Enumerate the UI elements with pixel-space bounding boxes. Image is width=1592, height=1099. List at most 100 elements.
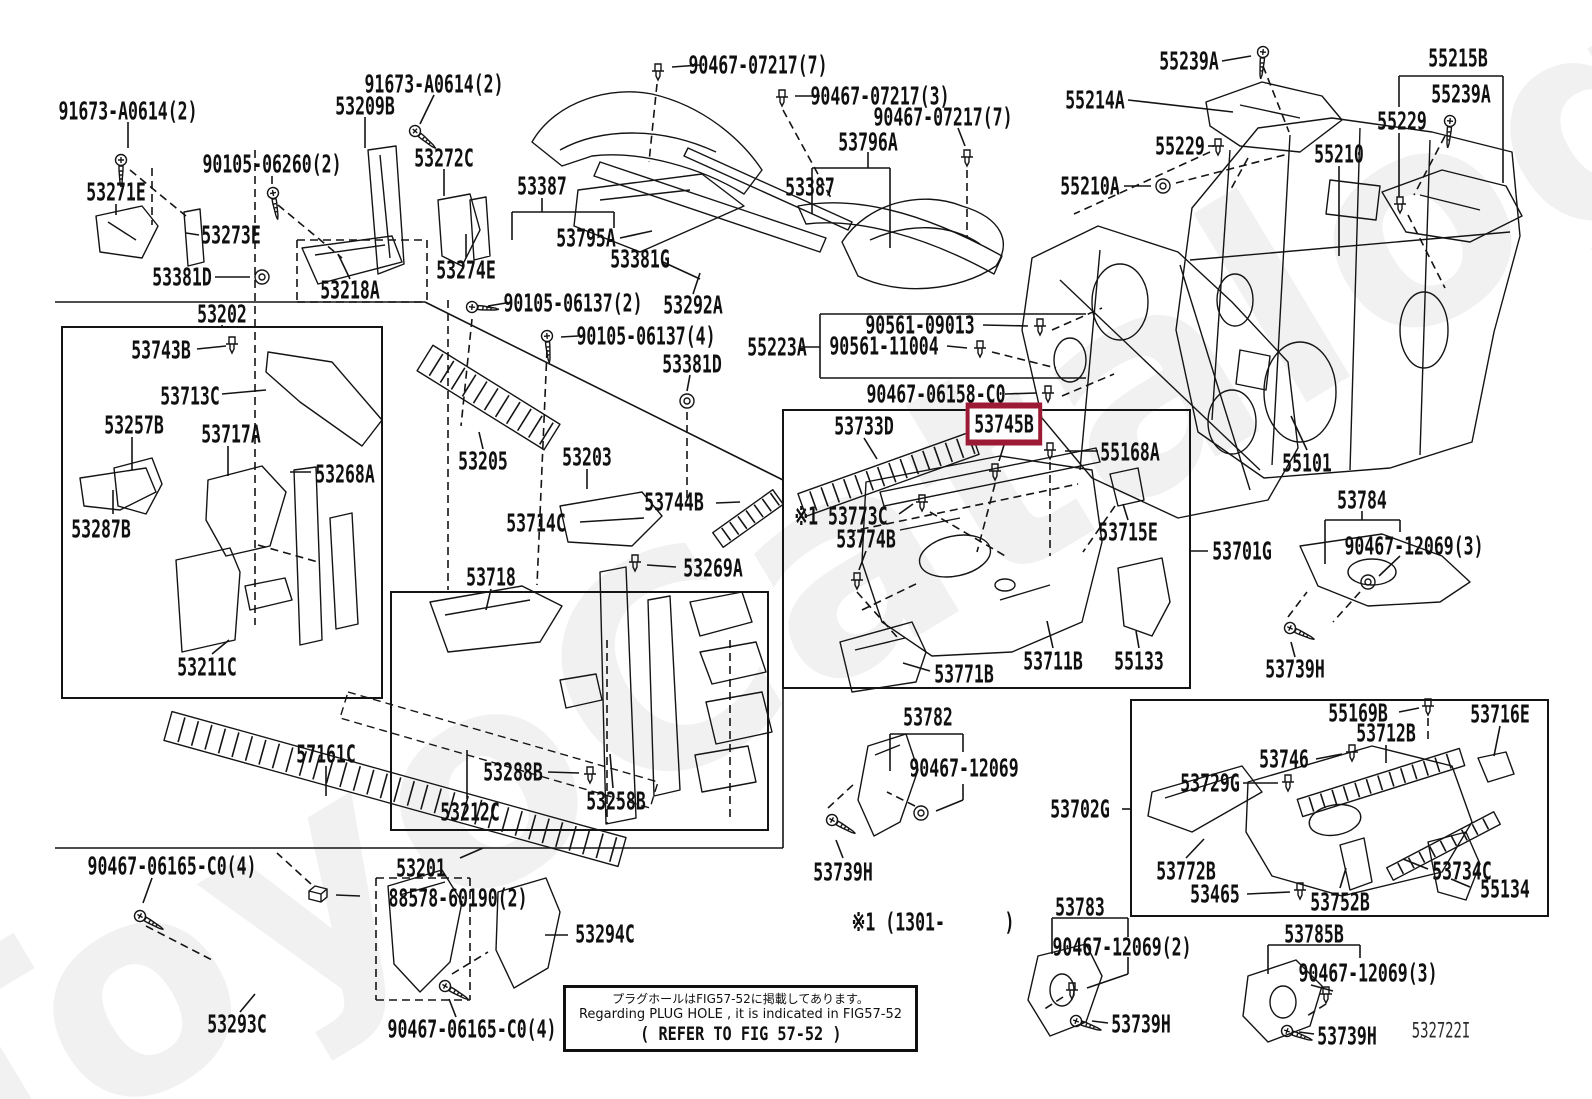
part-label-53465[interactable]: 53465 bbox=[1190, 879, 1240, 909]
part-label-90467-07217-3[interactable]: 90467-07217(3) bbox=[810, 81, 950, 111]
part-label-53712B[interactable]: 53712B bbox=[1356, 718, 1416, 748]
part-label-55239A[interactable]: 55239A bbox=[1159, 46, 1219, 76]
part-label-53268A[interactable]: 53268A bbox=[315, 459, 375, 489]
part-label-53717A[interactable]: 53717A bbox=[201, 419, 261, 449]
part-label-53733D[interactable]: 53733D bbox=[834, 411, 894, 441]
part-label-53273E[interactable]: 53273E bbox=[201, 220, 261, 250]
part-label-55134[interactable]: 55134 bbox=[1480, 874, 1530, 904]
part-label-90467-12069-2[interactable]: 90467-12069(2) bbox=[1052, 932, 1192, 962]
part-label-1-53773C[interactable]: ※1 53773C bbox=[794, 501, 888, 531]
part-label-53293C[interactable]: 53293C bbox=[207, 1009, 267, 1039]
part-label-53202[interactable]: 53202 bbox=[197, 299, 247, 329]
part-label-53381D[interactable]: 53381D bbox=[662, 349, 722, 379]
note-refer-line: ( REFER TO FIG 57-52 ) bbox=[639, 1022, 842, 1045]
part-label-55169B[interactable]: 55169B bbox=[1328, 698, 1388, 728]
part-label-53718[interactable]: 53718 bbox=[466, 562, 516, 592]
part-label-53795A[interactable]: 53795A bbox=[556, 223, 616, 253]
part-label-90467-06165-C0-4[interactable]: 90467-06165-C0(4) bbox=[87, 851, 257, 881]
part-label-90467-06165-C0-4[interactable]: 90467-06165-C0(4) bbox=[387, 1014, 557, 1044]
part-label-53387[interactable]: 53387 bbox=[785, 172, 835, 202]
part-label-53294C[interactable]: 53294C bbox=[575, 919, 635, 949]
part-label-55133[interactable]: 55133 bbox=[1114, 646, 1164, 676]
part-label-53702G[interactable]: 53702G bbox=[1050, 794, 1110, 824]
part-label-53701G[interactable]: 53701G bbox=[1212, 536, 1272, 566]
note-english: Regarding PLUG HOLE , it is indicated in… bbox=[578, 1007, 903, 1023]
part-label-53752B[interactable]: 53752B bbox=[1310, 887, 1370, 917]
part-label-53287B[interactable]: 53287B bbox=[71, 514, 131, 544]
part-label-90467-12069-3[interactable]: 90467-12069(3) bbox=[1298, 958, 1438, 988]
part-label-90105-06137-4[interactable]: 90105-06137(4) bbox=[576, 321, 716, 351]
part-label-53381D[interactable]: 53381D bbox=[152, 262, 212, 292]
part-label-53271E[interactable]: 53271E bbox=[86, 177, 146, 207]
part-label-53743B[interactable]: 53743B bbox=[131, 335, 191, 365]
part-label-53713C[interactable]: 53713C bbox=[160, 381, 220, 411]
part-label-53739H[interactable]: 53739H bbox=[1265, 654, 1325, 684]
part-label-53746[interactable]: 53746 bbox=[1259, 744, 1309, 774]
part-label-53274E[interactable]: 53274E bbox=[436, 255, 496, 285]
part-label-53716E[interactable]: 53716E bbox=[1470, 699, 1530, 729]
part-label-53203[interactable]: 53203 bbox=[562, 442, 612, 472]
part-label-90467-07217-7[interactable]: 90467-07217(7) bbox=[688, 50, 828, 80]
note-japanese: プラグホールはFIG57-52に掲載してあります。 bbox=[612, 991, 869, 1006]
part-label-53387[interactable]: 53387 bbox=[517, 171, 567, 201]
plug-hole-note: プラグホールはFIG57-52に掲載してあります。 Regarding PLUG… bbox=[563, 985, 918, 1052]
part-label-53739H[interactable]: 53739H bbox=[1111, 1009, 1171, 1039]
part-label-53771B[interactable]: 53771B bbox=[934, 659, 994, 689]
part-label-55168A[interactable]: 55168A bbox=[1100, 437, 1160, 467]
part-label-90467-06158-C0[interactable]: 90467-06158-C0 bbox=[866, 379, 1006, 409]
part-label-53292A[interactable]: 53292A bbox=[663, 290, 723, 320]
part-label-53785B[interactable]: 53785B bbox=[1284, 919, 1344, 949]
part-label-53739H[interactable]: 53739H bbox=[813, 857, 873, 887]
part-label-55229[interactable]: 55229 bbox=[1377, 106, 1427, 136]
part-label-55101[interactable]: 55101 bbox=[1282, 448, 1332, 478]
part-label-55223A[interactable]: 55223A bbox=[747, 332, 807, 362]
part-label-55210[interactable]: 55210 bbox=[1314, 139, 1364, 169]
part-label-55229[interactable]: 55229 bbox=[1155, 131, 1205, 161]
part-label-90467-12069-3[interactable]: 90467-12069(3) bbox=[1344, 531, 1484, 561]
part-label-53796A[interactable]: 53796A bbox=[838, 127, 898, 157]
part-label-90561-11004[interactable]: 90561-11004 bbox=[829, 331, 939, 361]
part-label-53288B[interactable]: 53288B bbox=[483, 757, 543, 787]
part-label-53212C[interactable]: 53212C bbox=[440, 797, 500, 827]
part-label-53269A[interactable]: 53269A bbox=[683, 553, 743, 583]
part-label-53205[interactable]: 53205 bbox=[458, 446, 508, 476]
part-label-53784[interactable]: 53784 bbox=[1337, 485, 1387, 515]
part-label-53734C[interactable]: 53734C bbox=[1432, 856, 1492, 886]
part-label-90105-06260-2[interactable]: 90105-06260(2) bbox=[202, 149, 342, 179]
part-label-53745B[interactable]: 53745B bbox=[965, 402, 1043, 446]
part-label-1-1301[interactable]: ※1 (1301- ) bbox=[851, 907, 1015, 937]
part-label-53782[interactable]: 53782 bbox=[903, 702, 953, 732]
part-label-55210A[interactable]: 55210A bbox=[1060, 171, 1120, 201]
part-label-53272C[interactable]: 53272C bbox=[414, 143, 474, 173]
part-label-53211C[interactable]: 53211C bbox=[177, 652, 237, 682]
part-label-90561-09013[interactable]: 90561-09013 bbox=[865, 310, 975, 340]
part-label-55215B[interactable]: 55215B bbox=[1428, 43, 1488, 73]
part-label-90105-06137-2[interactable]: 90105-06137(2) bbox=[503, 288, 643, 318]
part-label-53783[interactable]: 53783 bbox=[1055, 892, 1105, 922]
part-label-53774B[interactable]: 53774B bbox=[836, 524, 896, 554]
part-label-88578-60190-2[interactable]: 88578-60190(2) bbox=[388, 883, 528, 913]
part-label-53381G[interactable]: 53381G bbox=[610, 244, 670, 274]
part-label-53772B[interactable]: 53772B bbox=[1156, 856, 1216, 886]
part-label-53201[interactable]: 53201 bbox=[396, 853, 446, 883]
part-label-90467-12069[interactable]: 90467-12069 bbox=[909, 753, 1019, 783]
part-label-55214A[interactable]: 55214A bbox=[1065, 85, 1125, 115]
part-label-53714C[interactable]: 53714C bbox=[506, 508, 566, 538]
part-label-53739H[interactable]: 53739H bbox=[1317, 1021, 1377, 1051]
part-label-91673-A0614-2[interactable]: 91673-A0614(2) bbox=[58, 96, 198, 126]
part-label-53729G[interactable]: 53729G bbox=[1180, 768, 1240, 798]
part-label-53744B[interactable]: 53744B bbox=[644, 487, 704, 517]
part-label-57161C[interactable]: 57161C bbox=[296, 739, 356, 769]
part-label-55239A[interactable]: 55239A bbox=[1431, 79, 1491, 109]
part-label-53218A[interactable]: 53218A bbox=[320, 275, 380, 305]
part-label-91673-A0614-2[interactable]: 91673-A0614(2) bbox=[364, 69, 504, 99]
part-label-53257B[interactable]: 53257B bbox=[104, 410, 164, 440]
part-label-53715E[interactable]: 53715E bbox=[1098, 517, 1158, 547]
part-label-53711B[interactable]: 53711B bbox=[1023, 646, 1083, 676]
part-label-53209B[interactable]: 53209B bbox=[335, 91, 395, 121]
part-label-90467-07217-7[interactable]: 90467-07217(7) bbox=[873, 102, 1013, 132]
part-label-53258B[interactable]: 53258B bbox=[586, 786, 646, 816]
